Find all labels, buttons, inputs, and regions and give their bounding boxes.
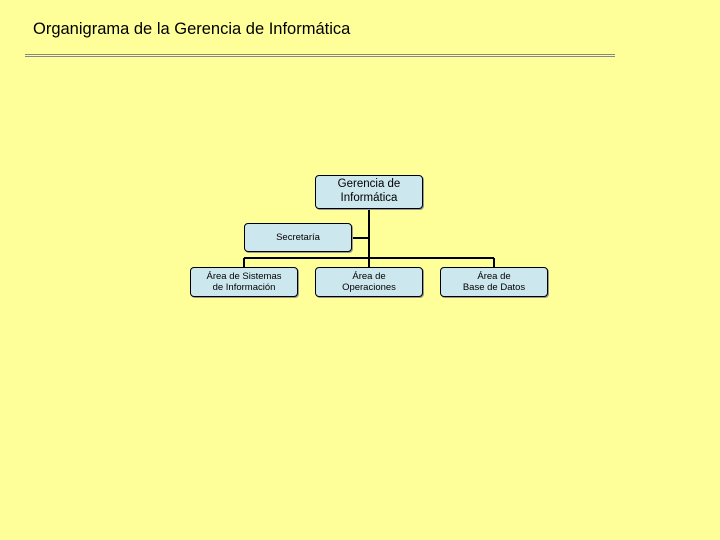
org-node-secretaria: Secretaría (244, 223, 352, 252)
org-node-secretaria-label: Secretaría (276, 231, 320, 243)
title-rule-top (25, 54, 615, 55)
org-node-gerencia: Gerencia de Informática (315, 175, 423, 209)
org-node-sistemas-line1: Área de Sistemas (206, 270, 282, 282)
org-node-gerencia-line1: Gerencia de (337, 178, 401, 191)
org-node-basedatos-line1: Área de (477, 270, 511, 282)
org-node-sistemas-line2: de Información (212, 282, 276, 293)
org-node-operaciones: Área de Operaciones (315, 267, 423, 297)
title-rule-bottom (25, 56, 615, 57)
org-node-operaciones-line2: Operaciones (342, 282, 396, 293)
org-node-basedatos: Área de Base de Datos (440, 267, 548, 297)
page-title: Organigrama de la Gerencia de Informátic… (33, 20, 351, 38)
org-node-gerencia-line2: Informática (340, 192, 398, 204)
org-node-operaciones-line1: Área de (352, 270, 386, 282)
org-node-sistemas: Área de Sistemas de Información (190, 267, 298, 297)
org-node-basedatos-line2: Base de Datos (462, 282, 526, 293)
